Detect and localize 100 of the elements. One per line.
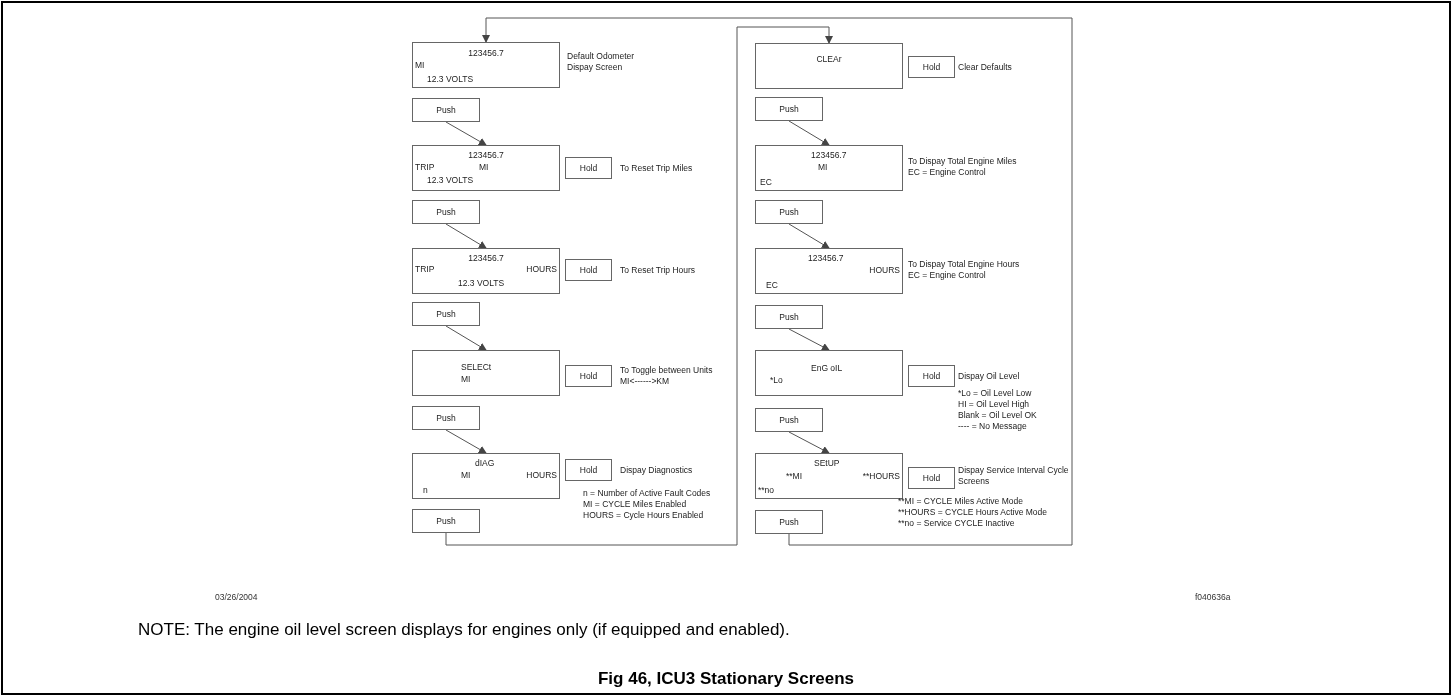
description-text: Dispay Diagnostics xyxy=(620,465,693,476)
screen-readout: SEtUP xyxy=(814,458,840,468)
arrow xyxy=(788,223,830,249)
screen-readout: TRIP xyxy=(415,162,435,172)
screen-readout: MI xyxy=(479,162,489,172)
description-text: To Reset Trip Hours xyxy=(620,265,696,276)
legend-note: HOURS = Cycle Hours Enabled xyxy=(583,510,704,521)
display-screen-box xyxy=(755,248,903,294)
screen-readout: 12.3 VOLTS xyxy=(427,74,474,84)
screen-readout: EC xyxy=(760,177,772,187)
hold-button-box xyxy=(908,467,955,489)
screen-readout: MI xyxy=(415,60,425,70)
screen-readout: **MI xyxy=(786,471,803,481)
push-button-box xyxy=(412,200,480,224)
screen-readout: CLEAr xyxy=(815,54,843,64)
screen-readout: SELECt xyxy=(461,362,492,372)
arrow xyxy=(445,26,833,546)
legend-note: HI = Oil Level High xyxy=(958,399,1030,410)
figure-code: 03/26/2004 xyxy=(215,592,258,602)
screen-readout: EC xyxy=(766,280,778,290)
button-label: Push xyxy=(436,309,456,319)
display-screen-box xyxy=(412,350,560,396)
description-text: Dispay Oil Level xyxy=(958,371,1020,382)
button-label: Push xyxy=(436,105,456,115)
screen-readout: 123456.7 xyxy=(467,48,505,58)
screen-readout: MI xyxy=(461,374,471,384)
push-button-box xyxy=(412,302,480,326)
push-button-box xyxy=(755,510,823,534)
arrow xyxy=(445,325,487,351)
legend-note: MI = CYCLE Miles Enabled xyxy=(583,499,687,510)
screen-readout: HOURS xyxy=(526,470,557,480)
hold-button-box xyxy=(908,365,955,387)
description-text: To Reset Trip Miles xyxy=(620,163,693,174)
hold-button-box xyxy=(565,259,612,281)
screen-readout: 123456.7 xyxy=(808,253,844,263)
display-screen-box xyxy=(412,453,560,499)
hold-button-box xyxy=(565,365,612,387)
screen-readout: 12.3 VOLTS xyxy=(458,278,505,288)
push-button-box xyxy=(412,406,480,430)
legend-note: Blank = Oil Level OK xyxy=(958,410,1037,421)
button-label: Push xyxy=(779,312,799,322)
button-label: Hold xyxy=(922,473,941,483)
hold-button-box xyxy=(565,157,612,179)
hold-button-box xyxy=(908,56,955,78)
display-screen-box xyxy=(755,145,903,191)
description-text: Clear Defaults xyxy=(958,62,1012,73)
screen-readout: HOURS xyxy=(526,264,557,274)
button-label: Hold xyxy=(579,265,598,275)
screen-readout: dIAG xyxy=(475,458,495,468)
display-screen-box xyxy=(412,145,560,191)
button-label: Hold xyxy=(922,371,941,381)
push-button-box xyxy=(755,200,823,224)
button-label: Push xyxy=(779,517,799,527)
screen-readout: **HOURS xyxy=(862,471,900,481)
legend-note: **MI = CYCLE Miles Active Mode xyxy=(898,496,1023,507)
display-screen-box xyxy=(412,42,560,88)
legend-note: **HOURS = CYCLE Hours Active Mode xyxy=(898,507,1048,518)
button-label: Push xyxy=(779,104,799,114)
button-label: Push xyxy=(779,207,799,217)
button-label: Push xyxy=(436,413,456,423)
note-text: NOTE: The engine oil level screen displays for engines only (if equipped and enabled). xyxy=(138,620,790,640)
arrow xyxy=(788,431,830,454)
push-button-box xyxy=(412,509,480,533)
button-label: Hold xyxy=(579,465,598,475)
screen-readout: EnG oIL xyxy=(811,363,843,373)
screen-readout: 123456.7 xyxy=(467,253,505,263)
display-screen-box xyxy=(755,43,903,89)
screen-readout: HOURS xyxy=(869,265,900,275)
button-label: Push xyxy=(779,415,799,425)
button-label: Push xyxy=(436,207,456,217)
arrow xyxy=(788,120,830,146)
button-label: Hold xyxy=(579,163,598,173)
description-text: Dispay Service Interval Cycle Screens xyxy=(958,465,1070,487)
screen-readout: 12.3 VOLTS xyxy=(427,175,474,185)
screen-readout: 123456.7 xyxy=(467,150,505,160)
description-text: To Dispay Total Engine Hours xyxy=(908,259,1020,270)
legend-note: EC = Engine Control xyxy=(908,167,986,178)
screen-readout: MI xyxy=(818,162,828,172)
arrow xyxy=(445,121,487,146)
legend-note: n = Number of Active Fault Codes xyxy=(583,488,711,499)
legend-note: ---- = No Message xyxy=(958,421,1027,432)
description-text: To Toggle between Units MI<------>KM xyxy=(620,365,714,387)
push-button-box xyxy=(755,305,823,329)
description-text: Default Odometer Dispay Screen xyxy=(567,51,636,73)
arrow xyxy=(788,328,830,351)
button-label: Hold xyxy=(922,62,941,72)
button-label: Push xyxy=(436,516,456,526)
screen-readout: MI xyxy=(461,470,471,480)
legend-note: *Lo = Oil Level Low xyxy=(958,388,1032,399)
figure-caption: Fig 46, ICU3 Stationary Screens xyxy=(596,669,855,689)
display-screen-box xyxy=(755,350,903,396)
screen-readout: TRIP xyxy=(415,264,435,274)
description-text: To Dispay Total Engine Miles xyxy=(908,156,1017,167)
button-label: Hold xyxy=(579,371,598,381)
screen-readout: n xyxy=(423,485,428,495)
screen-readout: **no xyxy=(758,485,775,495)
push-button-box xyxy=(755,97,823,121)
hold-button-box xyxy=(565,459,612,481)
screen-readout: 123456.7 xyxy=(811,150,847,160)
legend-note: **no = Service CYCLE Inactive xyxy=(898,518,1015,529)
